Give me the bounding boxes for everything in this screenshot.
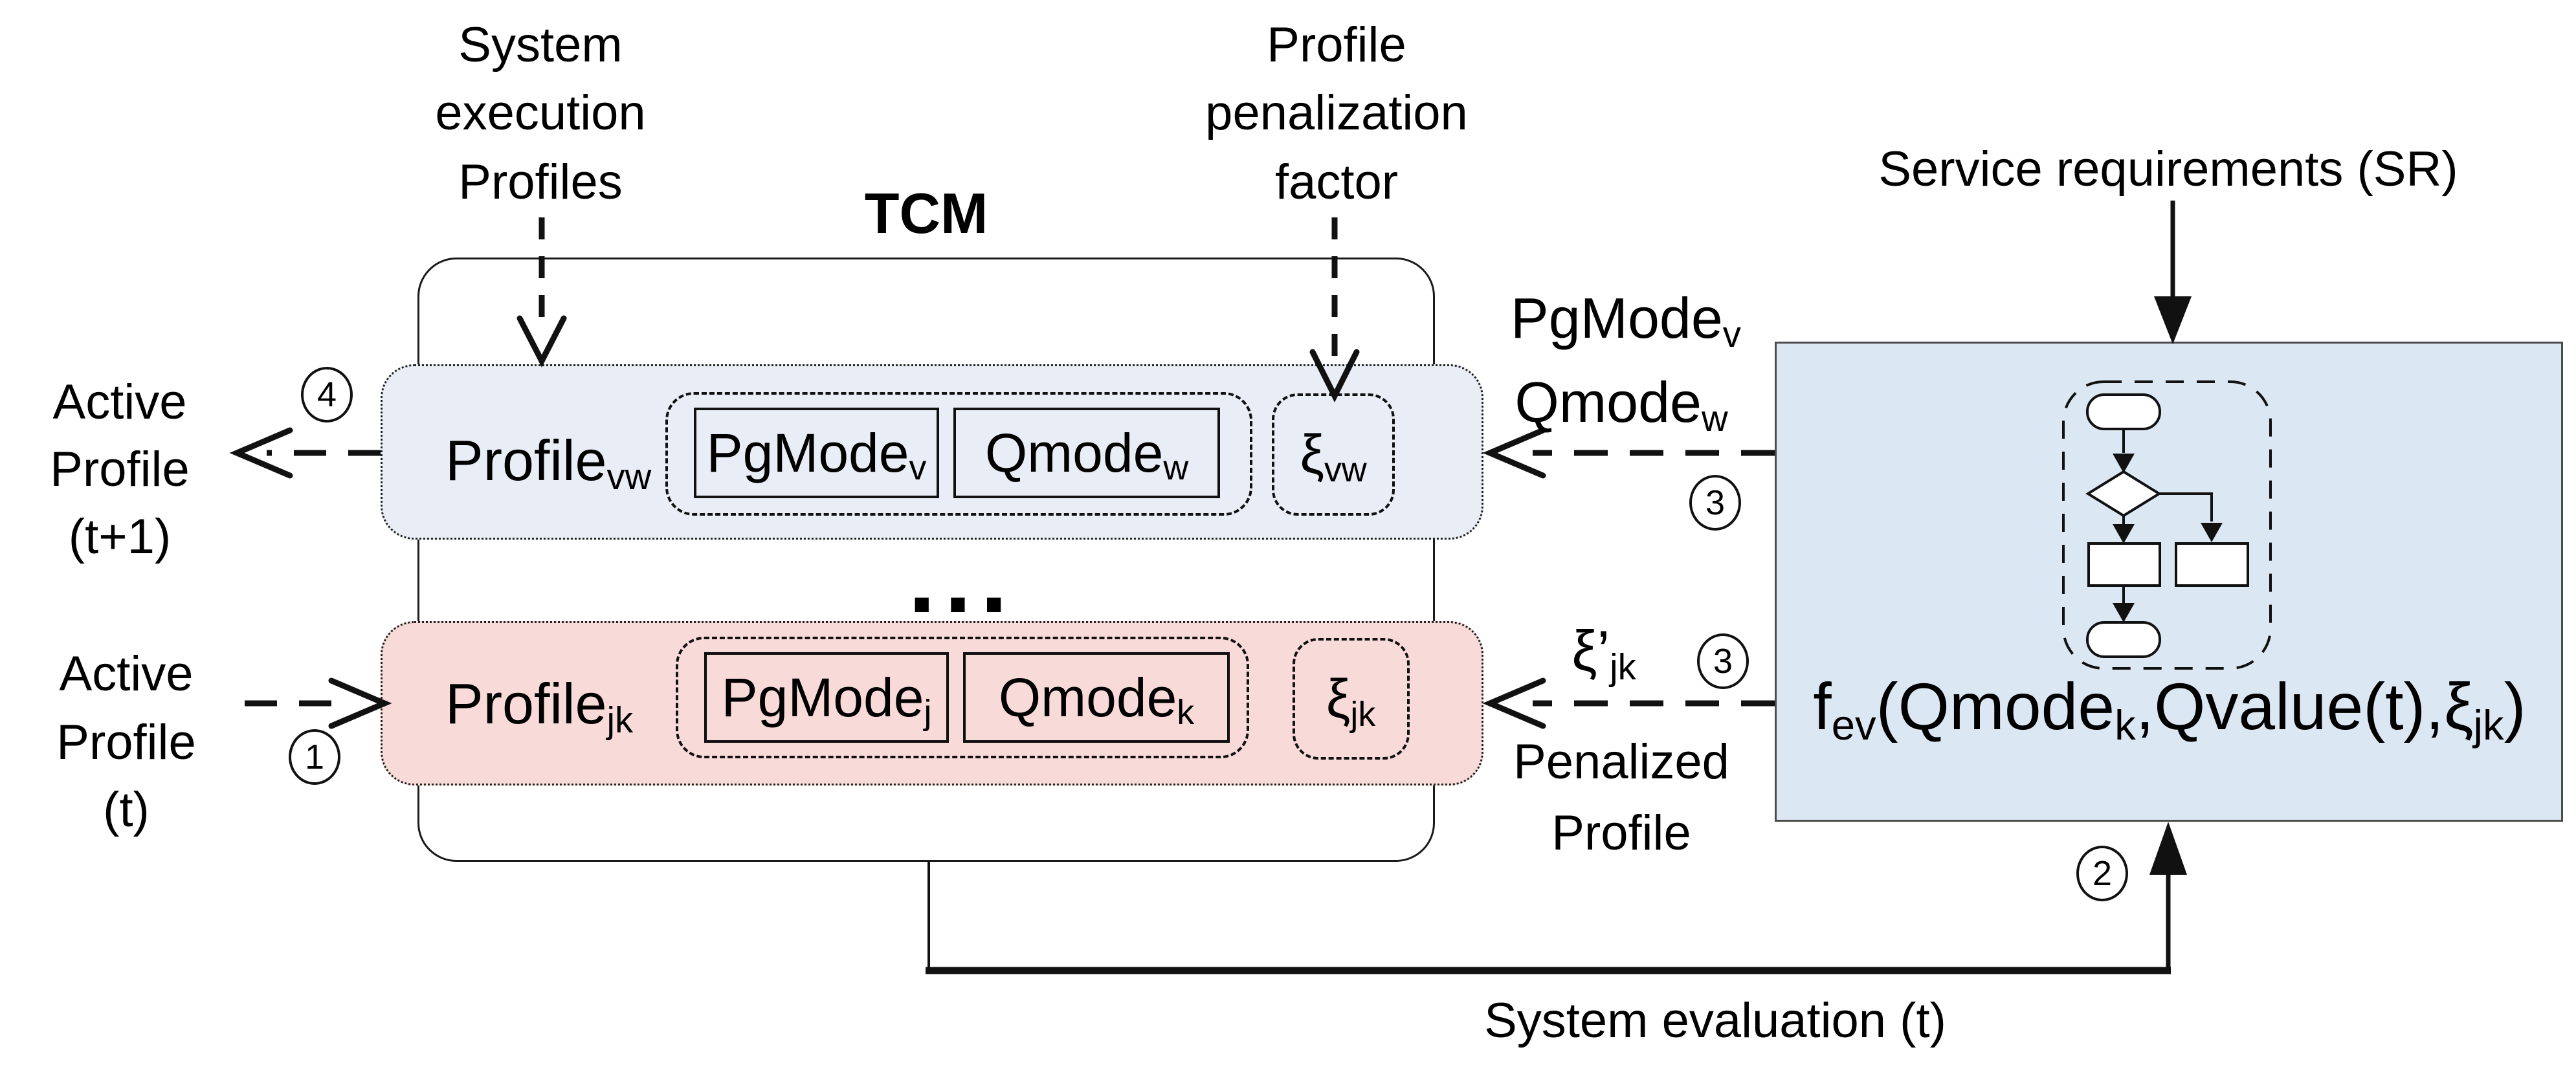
label-active-current-line1: Active	[59, 646, 194, 701]
qmode-w-box: Qmodew	[953, 408, 1220, 498]
arrow-new-profile-selection	[1482, 427, 1775, 479]
pgmode-j-label: PgModej	[721, 666, 932, 732]
label-active-next-line1: Active	[52, 375, 187, 430]
arrow-penalized-profile	[1482, 677, 1775, 729]
xi-jk-box	[1293, 638, 1410, 760]
qmode-k-label: Qmodek	[998, 666, 1195, 732]
qmode-k-box: Qmodek	[963, 652, 1230, 743]
xi-jk-label: ξjk	[1326, 668, 1376, 734]
label-active-next-line3: (t+1)	[68, 509, 172, 564]
evaluation-formula: fev(Qmodek,Qvalue(t),ξjk)	[1813, 670, 2526, 749]
step-badge-3-top: 3	[1689, 475, 1741, 531]
label-pgmode-v-out: PgModev	[1511, 286, 1741, 355]
pgmode-v-box: PgModev	[694, 408, 939, 498]
mode-group-jk	[676, 637, 1249, 758]
step-badge-4: 4	[301, 367, 353, 423]
xi-vw-label: ξvw	[1300, 424, 1367, 489]
label-penalization-line1: Profile	[1267, 17, 1406, 72]
label-system-evaluation: System evaluation (t)	[1484, 993, 1946, 1048]
label-qmode-w-out: Qmodew	[1515, 370, 1728, 439]
label-penalized-line2: Profile	[1551, 806, 1691, 861]
qmode-w-label: Qmodew	[984, 422, 1189, 488]
pgmode-v-label: PgModev	[706, 422, 927, 488]
label-system-execution-line3: Profiles	[458, 155, 623, 210]
label-system-execution-line2: execution	[435, 85, 646, 140]
label-penalization-line2: penalization	[1205, 85, 1468, 140]
step-badge-3-bottom: 3	[1697, 633, 1749, 689]
label-active-current-line3: (t)	[103, 782, 150, 837]
profile-vw-label: Profilevw	[445, 428, 652, 497]
mode-group-vw	[665, 392, 1252, 516]
step-badge-2: 2	[2076, 846, 2128, 901]
profile-jk-label: Profilejk	[445, 672, 634, 740]
step-badge-1: 1	[289, 729, 340, 785]
label-service-requirements: Service requirements (SR)	[1878, 142, 2458, 197]
label-penalized-line1: Penalized	[1513, 734, 1729, 789]
evaluation-function-box	[1775, 342, 2563, 822]
arrow-service-requirements-in	[2154, 201, 2192, 344]
pgmode-j-box: PgModej	[704, 652, 949, 743]
label-active-next-line2: Profile	[50, 442, 190, 497]
arrow-active-profile-in	[245, 677, 392, 729]
label-penalization-line3: factor	[1274, 155, 1399, 210]
arrow-active-profile-out	[229, 427, 381, 479]
label-active-current-line2: Profile	[56, 715, 196, 770]
tcm-title: TCM	[864, 181, 988, 245]
label-system-execution-line1: System	[458, 17, 623, 72]
label-xi-penalized: ξ’jk	[1571, 619, 1636, 687]
